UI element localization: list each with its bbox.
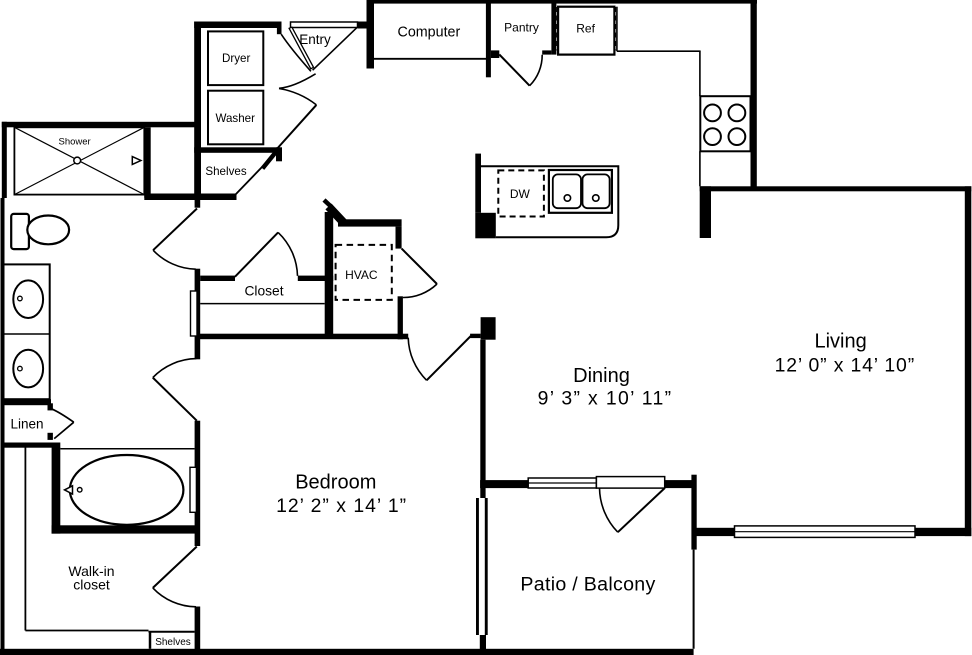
svg-text:Pantry: Pantry xyxy=(504,21,539,35)
svg-text:HVAC: HVAC xyxy=(345,268,378,282)
svg-text:Walk-in: Walk-in xyxy=(68,563,114,579)
svg-text:Computer: Computer xyxy=(398,25,461,41)
svg-text:12’ 2” x 14’ 1”: 12’ 2” x 14’ 1” xyxy=(276,495,407,517)
svg-text:Linen: Linen xyxy=(10,416,43,431)
svg-text:9’ 3” x 10’ 11”: 9’ 3” x 10’ 11” xyxy=(538,388,673,410)
svg-text:Entry: Entry xyxy=(299,32,331,47)
svg-text:12’ 0” x 14’ 10”: 12’ 0” x 14’ 10” xyxy=(775,355,915,377)
svg-text:Shower: Shower xyxy=(58,137,90,148)
svg-text:DW: DW xyxy=(510,187,531,201)
svg-text:Washer: Washer xyxy=(215,112,255,125)
svg-text:closet: closet xyxy=(73,576,110,592)
svg-text:Dryer: Dryer xyxy=(222,52,250,65)
svg-text:Shelves: Shelves xyxy=(205,165,246,178)
svg-text:Ref: Ref xyxy=(576,22,595,36)
svg-text:Living: Living xyxy=(814,331,866,353)
svg-text:Closet: Closet xyxy=(244,283,283,298)
svg-text:Bedroom: Bedroom xyxy=(295,472,376,494)
svg-text:Patio / Balcony: Patio / Balcony xyxy=(520,573,655,595)
svg-text:Dining: Dining xyxy=(573,365,630,387)
svg-text:Shelves: Shelves xyxy=(155,637,191,648)
